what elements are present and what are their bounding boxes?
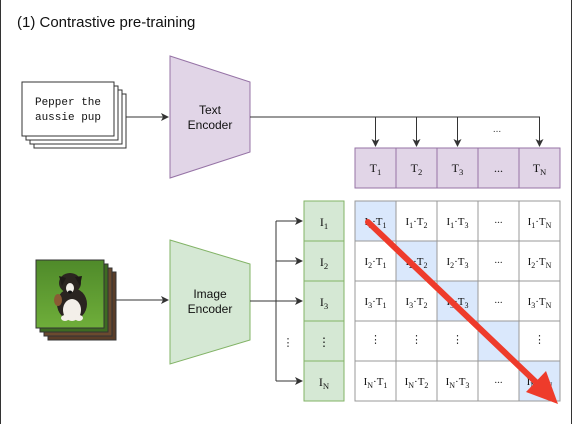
image-encoder-label-1: Image — [193, 287, 227, 301]
text-embedding-cell — [518, 147, 561, 189]
matrix-cell — [477, 360, 520, 402]
matrix-cell-label: I2·TN — [528, 256, 552, 270]
matrix-cell-label: IN·T3 — [446, 376, 470, 390]
image-embedding-label: ⋮ — [318, 335, 330, 349]
matrix-ellipsis: ⋮ — [452, 334, 463, 346]
text-input-line1: Pepper the — [35, 97, 101, 109]
matrix-cell-label: IN·T2 — [405, 376, 429, 390]
top-ellipsis: ... — [493, 124, 501, 135]
matrix-cell — [354, 320, 397, 362]
matrix-cell — [395, 320, 438, 362]
similarity-matrix: I1·T1I1·T2I1·T3...I1·TNI2·T1I2·T2I2·T3..… — [354, 200, 561, 402]
matrix-cell — [354, 360, 397, 402]
text-encoder-label-2: Encoder — [188, 118, 233, 132]
text-embedding-label: T2 — [411, 161, 423, 177]
matrix-cell — [436, 360, 479, 402]
matrix-cell-label: I3·T2 — [405, 296, 427, 310]
matrix-cell — [477, 200, 520, 242]
text-embedding-row: T1 T2 T3... TN — [354, 147, 561, 189]
text-input-line2: aussie pup — [35, 112, 101, 124]
image-embedding-label: I1 — [320, 215, 328, 231]
text-embedding-label: TN — [533, 161, 547, 177]
text-embedding-label: T3 — [452, 161, 464, 177]
matrix-cell — [477, 240, 520, 282]
diagonal-red-arrow — [365, 219, 558, 404]
text-encoder: Text Encoder — [169, 55, 251, 179]
diagram-title: (1) Contrastive pre-training — [17, 14, 196, 31]
matrix-ellipsis: ... — [494, 214, 503, 226]
matrix-ellipsis: ⋮ — [411, 334, 422, 346]
matrix-cell — [518, 320, 561, 362]
matrix-cell — [436, 200, 479, 242]
image-embedding-label: IN — [319, 375, 330, 391]
matrix-cell-label: I1·T3 — [446, 216, 468, 230]
left-ellipsis: ⋮ — [283, 337, 294, 349]
matrix-cell — [395, 280, 438, 322]
matrix-cell-label: I1·TN — [528, 216, 552, 230]
text-embedding-label: ... — [494, 161, 503, 175]
dog-photo — [35, 259, 105, 329]
image-embedding-label: I3 — [320, 295, 328, 311]
matrix-cell-label: I3·T1 — [364, 296, 386, 310]
matrix-cell-diagonal — [477, 320, 520, 362]
text-embedding-label: T1 — [370, 161, 382, 177]
image-embedding-label: I2 — [320, 255, 328, 271]
image-encoder: Image Encoder — [169, 239, 251, 365]
text-embedding-cell — [395, 147, 438, 189]
image-embedding-cell — [303, 240, 345, 282]
matrix-cell-label: IN·T1 — [364, 376, 388, 390]
matrix-cell — [436, 320, 479, 362]
text-bus-arrows — [371, 117, 544, 147]
image-bus-arrows — [276, 217, 303, 385]
matrix-ellipsis: ... — [494, 254, 503, 266]
text-input-stack: Pepper the aussie pup — [21, 81, 127, 149]
text-embedding-cell — [477, 147, 520, 189]
matrix-ellipsis: ... — [494, 374, 503, 386]
matrix-ellipsis: ⋮ — [370, 334, 381, 346]
image-input-stack — [35, 259, 117, 341]
matrix-cell — [518, 280, 561, 322]
image-embedding-cell — [303, 360, 345, 402]
matrix-cell-label: I2·T3 — [446, 256, 468, 270]
image-embedding-cell — [303, 320, 345, 362]
matrix-ellipsis: ⋮ — [534, 334, 545, 346]
text-encoder-label-1: Text — [199, 103, 222, 117]
matrix-cell-label: I3·TN — [528, 296, 552, 310]
image-encoder-label-2: Encoder — [188, 302, 233, 316]
image-embedding-cell — [303, 200, 345, 242]
matrix-cell-label: I1·T2 — [405, 216, 427, 230]
matrix-ellipsis: ... — [494, 294, 503, 306]
text-embedding-cell — [436, 147, 479, 189]
matrix-cell-label: I2·T1 — [364, 256, 386, 270]
